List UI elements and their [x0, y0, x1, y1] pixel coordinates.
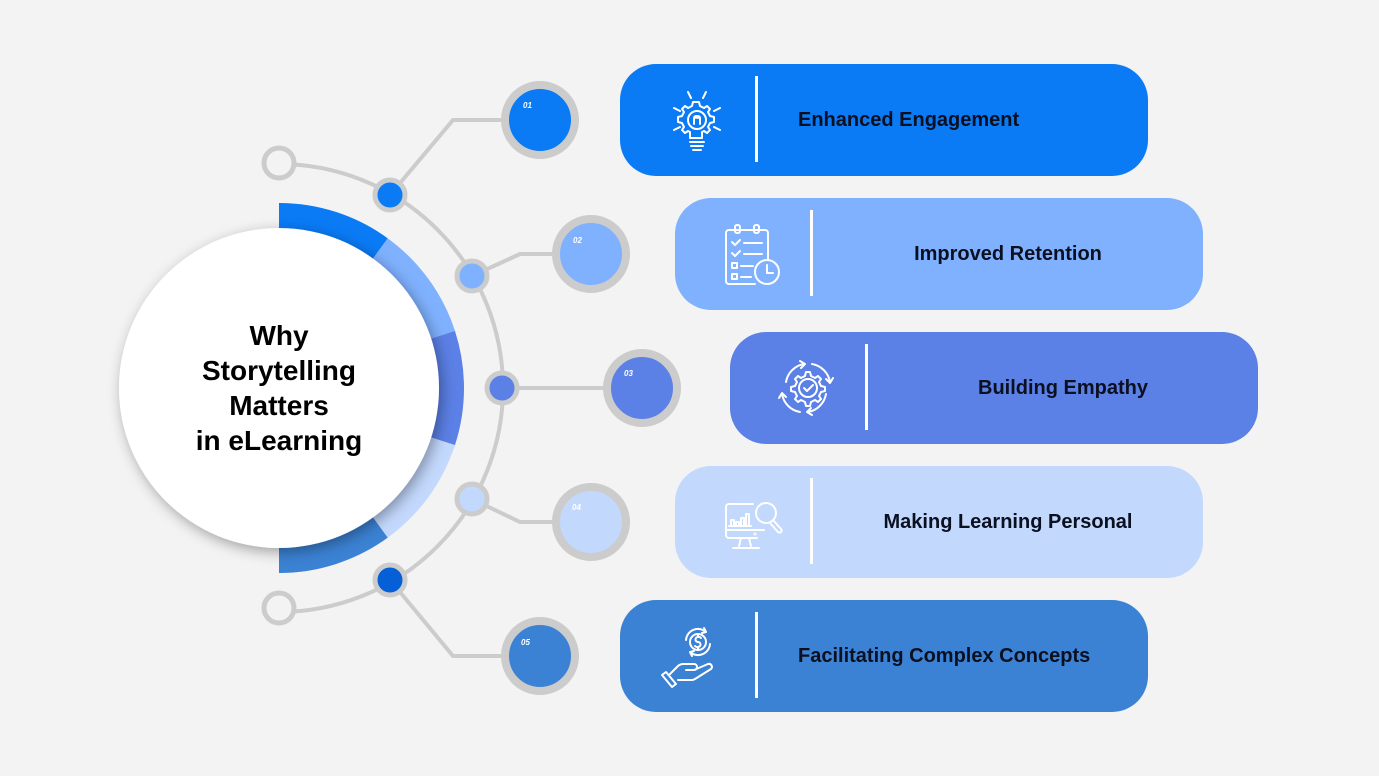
number-badge-2: 02 [552, 215, 630, 293]
number-badge-5: 05 [501, 617, 579, 695]
arc-node-5 [372, 562, 408, 598]
number-label: 05 [521, 638, 530, 647]
number-label: 04 [572, 503, 581, 512]
arc-node-4 [454, 481, 490, 517]
number-badge-1: 01 [501, 81, 579, 159]
card-divider [865, 344, 868, 430]
title-line: Storytelling [201, 355, 356, 386]
monitor-analytics-search-icon [711, 482, 791, 562]
ring-segment-2 [367, 238, 455, 342]
arc-node-1 [372, 177, 408, 213]
item-label: Improved Retention [914, 242, 1102, 265]
item-card-improved-retention: Improved Retention [675, 198, 1203, 310]
title-line: Matters [229, 390, 329, 421]
title-line: in eLearning [195, 425, 363, 456]
connector-line-1 [388, 118, 505, 197]
card-divider [755, 612, 758, 698]
item-label: Making Learning Personal [883, 510, 1133, 533]
card-divider [810, 210, 813, 296]
item-card-making-learning-personal: Making Learning Personal [675, 466, 1203, 578]
center-title: Why Storytelling Matters in eLearning [119, 228, 439, 548]
connector-line-5 [388, 578, 505, 658]
title-line: Why [249, 320, 309, 351]
arc-node-2 [454, 258, 490, 294]
item-label: Building Empathy [978, 376, 1148, 399]
number-badge-3: 03 [603, 349, 681, 427]
end-node-bottom [261, 590, 297, 626]
connector-line-4 [471, 497, 556, 524]
item-card-building-empathy: Building Empathy [730, 332, 1258, 444]
number-label: 02 [573, 236, 582, 245]
gear-check-cycle-icon [766, 348, 846, 428]
number-badge-4: 04 [552, 483, 630, 561]
checklist-clock-icon [711, 214, 791, 294]
item-card-enhanced-engagement: Enhanced Engagement [620, 64, 1148, 176]
hand-dollar-cycle-icon [656, 616, 736, 696]
connector-line-2 [471, 252, 556, 278]
ring-segment-4 [367, 434, 455, 538]
number-label: 01 [523, 101, 532, 110]
arc-node-3 [484, 370, 520, 406]
card-divider [810, 478, 813, 564]
item-label: Enhanced Engagement [798, 108, 1020, 131]
item-card-facilitating-complex-concepts: Facilitating Complex Concepts [620, 600, 1148, 712]
number-label: 03 [624, 369, 633, 378]
item-label: Facilitating Complex Concepts [798, 644, 1091, 667]
card-divider [755, 76, 758, 162]
end-node-top [261, 145, 297, 181]
center-circle [119, 228, 439, 548]
lightbulb-gear-icon [656, 80, 736, 160]
